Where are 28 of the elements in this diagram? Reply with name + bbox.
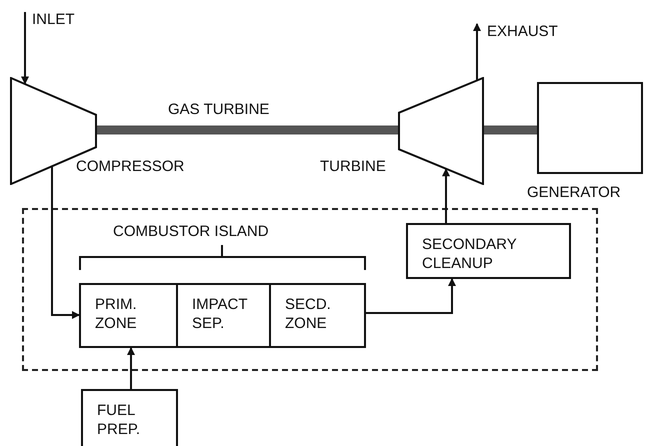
process-box bbox=[176, 283, 271, 348]
dashed-boundary bbox=[22, 208, 598, 371]
component-label: TURBINE bbox=[320, 157, 386, 176]
node-text: EXHAUST bbox=[487, 22, 559, 41]
process-box bbox=[406, 223, 571, 279]
node-text: FUEL PREP. bbox=[97, 401, 140, 439]
component-label: COMPRESSOR bbox=[76, 157, 184, 176]
component-label: GENERATOR bbox=[527, 183, 621, 202]
node-text: IMPACT SEP. bbox=[192, 295, 248, 333]
node-text: SECONDARY CLEANUP bbox=[422, 235, 516, 273]
arrow bbox=[51, 166, 80, 319]
process-box bbox=[269, 283, 366, 348]
arrow bbox=[473, 23, 481, 80]
label-text: GAS TURBINE bbox=[168, 100, 270, 119]
shaft bbox=[97, 126, 398, 134]
generator-box bbox=[537, 82, 643, 174]
arrow bbox=[366, 278, 456, 314]
node-text: INLET bbox=[32, 10, 76, 29]
node-text: PRIM. ZONE bbox=[95, 295, 137, 333]
label-text: COMBUSTOR ISLAND bbox=[113, 222, 269, 241]
process-box bbox=[81, 389, 178, 446]
arrow bbox=[21, 12, 29, 85]
arrow bbox=[442, 168, 450, 223]
arrow bbox=[127, 347, 135, 389]
turbine-symbol bbox=[398, 77, 484, 185]
node-text: SECD. ZONE bbox=[285, 295, 331, 333]
process-box bbox=[79, 283, 178, 348]
shaft bbox=[484, 126, 537, 134]
